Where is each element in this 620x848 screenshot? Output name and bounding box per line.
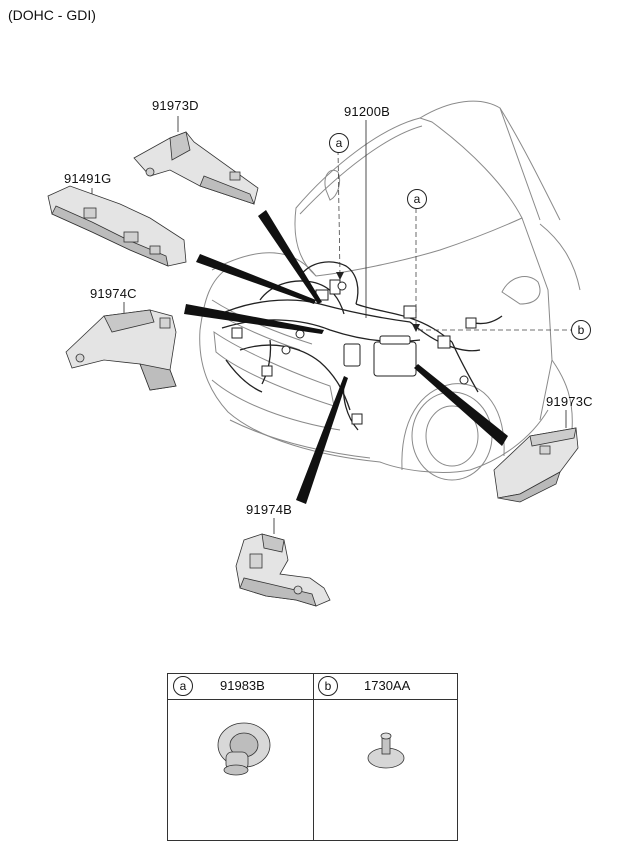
engine-type-label: (DOHC - GDI) — [8, 7, 96, 23]
legend-callout-a: a — [173, 676, 193, 696]
callout-a-upper: a — [329, 133, 349, 153]
part-1730aa-clip-illustration — [367, 732, 405, 769]
part-label-91973c: 91973C — [546, 394, 593, 409]
harness-connectors — [231, 279, 477, 425]
callout-b: b — [571, 320, 591, 340]
part-91974c-illustration — [65, 309, 177, 391]
part-91974b-illustration — [235, 533, 331, 607]
part-label-91491g: 91491G — [64, 171, 112, 186]
legend-part-91983b: 91983B — [220, 678, 265, 693]
legend-part-1730aa: 1730AA — [364, 678, 411, 693]
legend-divider — [313, 674, 314, 840]
vehicle-body-outline — [199, 100, 581, 481]
leader-wedges — [184, 210, 508, 504]
callout-arrow-tips — [336, 272, 420, 332]
parts-legend-table: a 91983B b 1730AA — [167, 673, 458, 841]
legend-header-row — [168, 674, 457, 700]
part-91983b-grommet-illustration — [217, 722, 271, 776]
part-91491g-illustration — [47, 185, 187, 267]
callout-a-lower: a — [407, 189, 427, 209]
part-label-91973d: 91973D — [152, 98, 199, 113]
part-91973c-illustration — [493, 427, 579, 503]
part-label-91974c: 91974C — [90, 286, 137, 301]
part-91973d-illustration — [133, 131, 259, 205]
part-label-91200b: 91200B — [344, 104, 391, 119]
legend-callout-b: b — [318, 676, 338, 696]
part-label-91974b: 91974B — [246, 502, 293, 517]
callout-leader-lines — [337, 149, 576, 331]
junction-block — [373, 341, 417, 377]
